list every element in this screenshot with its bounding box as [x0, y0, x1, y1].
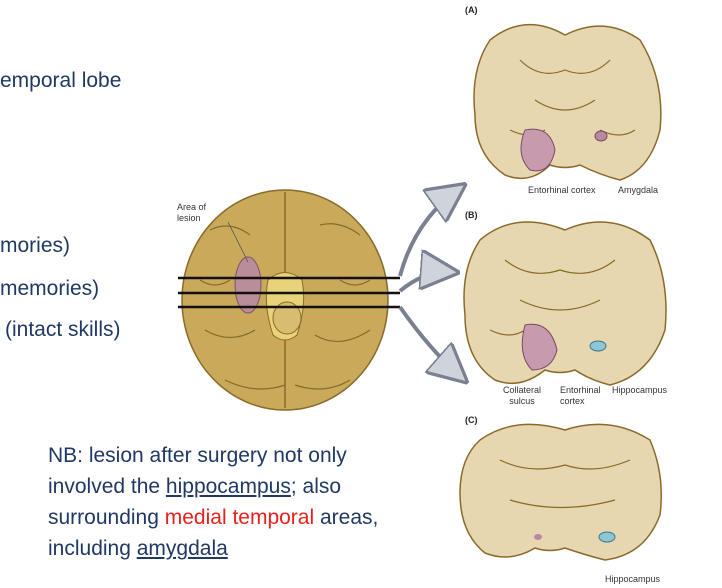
- hippocampus-label-c: Hippocampus: [605, 574, 661, 584]
- slice-a: [473, 24, 662, 181]
- amygdala-link: amygdala: [136, 537, 228, 560]
- panel-a-letter: (A): [465, 5, 478, 15]
- hippocampus-label-b: Hippocampus: [612, 385, 668, 395]
- slice-c: [459, 423, 662, 561]
- hippocampus-link: hippocampus: [165, 475, 291, 498]
- panel-b-letter: (B): [465, 210, 478, 220]
- collateral-sulcus-label: Collateral sulcus: [503, 385, 542, 406]
- entorhinal-cortex-label-b: Entorhinal cortex: [560, 385, 601, 406]
- area-of-lesion-label: Area of lesion: [177, 202, 207, 223]
- lesion-area: [234, 256, 262, 314]
- lesion-note: NB: lesion after surgery not only involv…: [48, 440, 378, 564]
- note-line-1: NB: lesion after surgery not only: [48, 444, 347, 467]
- note-line-2: involved the hippocampus; also: [48, 475, 342, 498]
- bullet-memories-2: memories): [0, 277, 100, 300]
- panel-c-letter: (C): [465, 415, 478, 425]
- amygdala-label: Amygdala: [618, 185, 659, 195]
- slice-b: [463, 221, 667, 386]
- note-line-3: surrounding medial temporal areas,: [48, 506, 379, 529]
- ventral-brain: [181, 189, 389, 411]
- bullet-intact-skills: (intact skills): [5, 318, 121, 341]
- bullet-memories-1: mories): [0, 234, 71, 257]
- medial-temporal-highlight: medial temporal: [164, 506, 315, 529]
- bullet-temporal-lobe: emporal lobe: [0, 69, 122, 92]
- note-line-4: including amygdala: [48, 537, 228, 560]
- entorhinal-cortex-label-a: Entorhinal cortex: [528, 185, 596, 195]
